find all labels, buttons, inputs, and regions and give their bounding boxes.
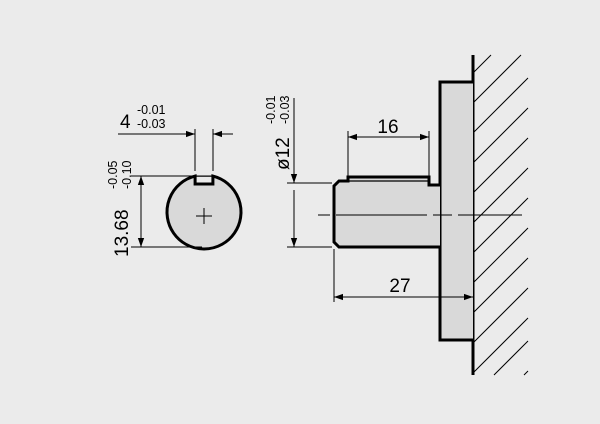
- dim-flat-height: 13.68 -0.05 -0.10: [106, 160, 202, 257]
- flat-length-value: 16: [377, 117, 398, 138]
- flange-plate: [438, 80, 473, 342]
- shaft-diameter-lower-tol: -0.03: [278, 95, 292, 124]
- key-width-lower-tol: -0.03: [137, 117, 166, 131]
- dim-shaft-diameter: ø12 -0.01 -0.03: [264, 95, 332, 248]
- key-width-nominal: 4: [120, 112, 131, 133]
- dim-flat-length: 16: [347, 117, 430, 177]
- flat-height-upper-tol: -0.05: [106, 160, 120, 189]
- flat-height-lower-tol: -0.10: [120, 160, 134, 189]
- flat-height-nominal: 13.68: [112, 209, 133, 257]
- shaft-diameter-nominal: ø12: [273, 137, 294, 170]
- shaft-length-value: 27: [389, 276, 410, 297]
- shaft-diameter-upper-tol: -0.01: [264, 95, 278, 124]
- shaft-end-view: [165, 174, 243, 251]
- shaft-side: [332, 175, 440, 249]
- dim-key-width: 4 -0.01 -0.03: [118, 103, 233, 171]
- dim-shaft-length: 27: [333, 249, 473, 302]
- key-width-upper-tol: -0.01: [137, 103, 166, 117]
